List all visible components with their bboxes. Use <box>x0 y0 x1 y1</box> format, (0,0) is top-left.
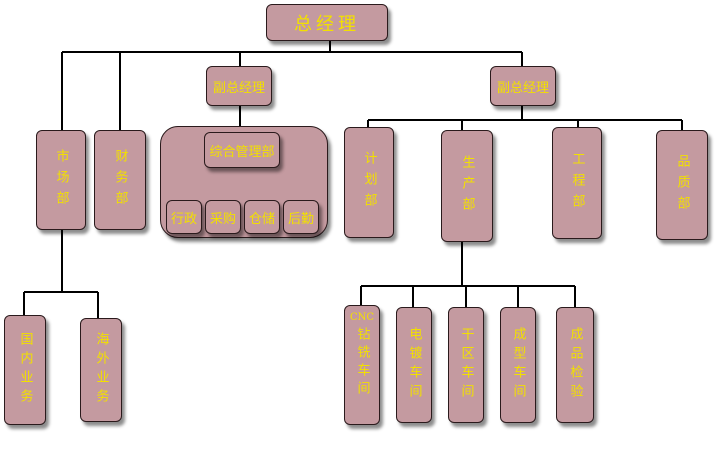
forming-label: 成型车间 <box>510 327 526 403</box>
admin-title-label: 综合管理部 <box>209 144 275 160</box>
cnc-cjk-label: 钻铣车间 <box>354 327 370 399</box>
admin-unit-label: 采购 <box>209 211 236 227</box>
admin-title-box: 综合管理部 <box>204 132 280 168</box>
plating-label: 电镀车间 <box>406 327 422 403</box>
dry-label: 干区车间 <box>458 327 474 403</box>
admin-unit-box: 行政 <box>166 200 202 234</box>
production-label: 生产部 <box>459 154 475 218</box>
vp-right-label: 副总经理 <box>496 80 549 96</box>
planning-box: 计划部 <box>344 127 394 238</box>
admin-unit-box: 采购 <box>205 200 241 234</box>
finance-label: 财务部 <box>112 148 128 212</box>
planning-label: 计划部 <box>361 151 377 214</box>
overseas-box: 海外业务 <box>80 318 122 422</box>
admin-unit-label: 仓储 <box>248 211 275 227</box>
admin-unit-box: 后勤 <box>283 200 319 234</box>
admin-unit-label: 后勤 <box>287 211 314 227</box>
vp-right-box: 副总经理 <box>490 66 556 106</box>
quality-label: 品质部 <box>674 153 690 217</box>
vp-left-box: 副总经理 <box>206 66 272 106</box>
ceo-label: 总经理 <box>294 13 360 35</box>
cnc-workshop-box: CNC 钻铣车间 <box>344 305 380 425</box>
cnc-latin-label: CNC <box>349 312 375 323</box>
admin-unit-box: 仓储 <box>244 200 280 234</box>
ceo-box: 总经理 <box>266 4 388 41</box>
inspection-label: 成品检验 <box>567 327 583 403</box>
forming-workshop-box: 成型车间 <box>500 307 536 423</box>
overseas-label: 海外业务 <box>93 332 109 408</box>
domestic-label: 国内业务 <box>17 332 33 408</box>
admin-unit-label: 行政 <box>170 211 197 227</box>
domestic-box: 国内业务 <box>4 315 46 425</box>
vp-left-label: 副总经理 <box>212 80 265 96</box>
engineering-label: 工程部 <box>569 151 585 215</box>
market-box: 市场部 <box>36 130 86 230</box>
plating-workshop-box: 电镀车间 <box>396 307 432 423</box>
production-box: 生产部 <box>441 130 493 242</box>
engineering-box: 工程部 <box>552 127 602 239</box>
finance-box: 财务部 <box>94 130 146 230</box>
dry-workshop-box: 干区车间 <box>448 307 484 423</box>
quality-box: 品质部 <box>656 130 708 240</box>
market-label: 市场部 <box>53 148 69 212</box>
inspection-box: 成品检验 <box>556 307 594 423</box>
